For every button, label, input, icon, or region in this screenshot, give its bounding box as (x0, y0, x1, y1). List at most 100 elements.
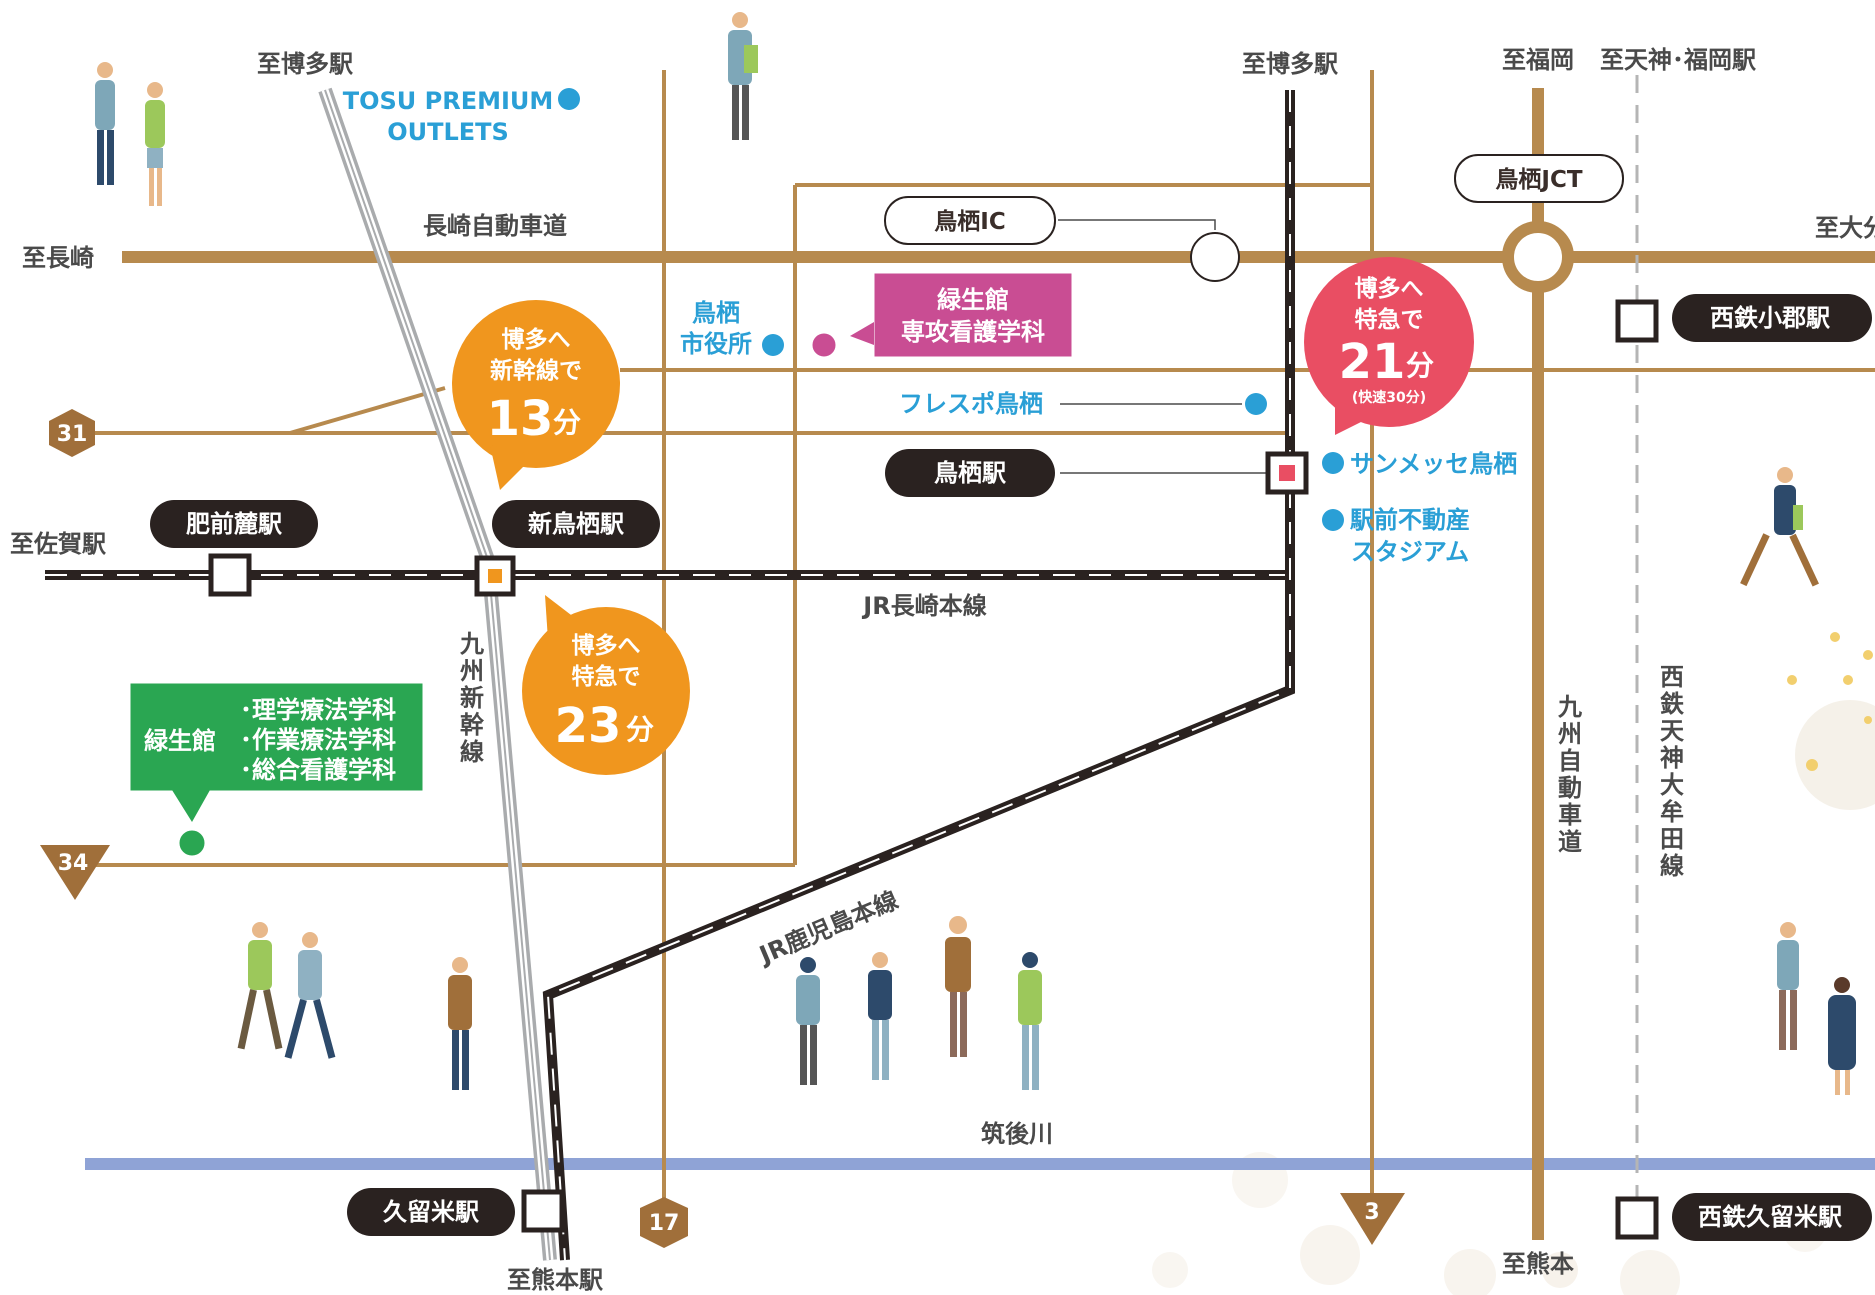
tosu-station-pill[interactable]: 鳥栖駅 (885, 449, 1055, 497)
route-17-shield: 17 (640, 1197, 688, 1248)
dest-tenjin-fukuoka: 至天神･福岡駅 (1600, 46, 1756, 74)
tosu-jct-ring (1502, 221, 1574, 293)
dest-fukuoka: 至福岡 (1502, 46, 1574, 74)
svg-text:肥前麓駅: 肥前麓駅 (186, 510, 282, 538)
tosu-ic-pill[interactable]: 鳥栖IC (884, 196, 1056, 245)
svg-text:･作業療法学科: ･作業療法学科 (240, 726, 396, 754)
ekimae-stadium-label-2: スタジアム (1351, 538, 1469, 566)
svg-text:17: 17 (649, 1211, 680, 1236)
svg-text:特急で: 特急で (572, 663, 641, 690)
svg-text:西: 西 (1660, 663, 1684, 691)
nishitetsu-kurume-station-marker[interactable] (1615, 1196, 1659, 1240)
route-3-shield: 3 (1340, 1193, 1405, 1245)
jr-rail-lines (45, 90, 1295, 1261)
express-21min-balloon: 博多へ 特急で 21 分 (快速30分) (1304, 257, 1474, 435)
route-34-shield: 34 (40, 845, 110, 900)
svg-text:緑生館: 緑生館 (144, 727, 216, 755)
svg-text:緑生館: 緑生館 (937, 286, 1009, 314)
shinkansen-13min-balloon: 博多へ 新幹線で 13 分 (452, 300, 620, 490)
svg-text:鳥栖IC: 鳥栖IC (934, 208, 1005, 235)
place-dots (558, 88, 1344, 531)
ryokuseikan-main-dot[interactable] (176, 827, 208, 859)
kyushu-shinkansen-label: 九 州 新 幹 線 (459, 630, 485, 766)
svg-text:博多へ: 博多へ (572, 632, 641, 659)
svg-text:自: 自 (1558, 747, 1582, 775)
nishitetsu-kurume-station-pill[interactable]: 西鉄久留米駅 (1672, 1193, 1872, 1241)
svg-text:･総合看護学科: ･総合看護学科 (240, 756, 396, 784)
svg-text:神: 神 (1660, 744, 1684, 772)
svg-text:天: 天 (1660, 717, 1684, 745)
svg-text:動: 動 (1558, 774, 1582, 802)
svg-text:分: 分 (1406, 349, 1434, 382)
svg-text:道: 道 (1558, 828, 1582, 856)
svg-text:13: 13 (487, 391, 554, 447)
people-illustrations (95, 12, 1856, 1095)
svg-text:大: 大 (1660, 771, 1684, 799)
fresupo-tosu-label: フレスポ鳥栖 (899, 390, 1043, 418)
ryokuseikan-nursing-box[interactable]: 緑生館 専攻看護学科 (850, 270, 1075, 360)
svg-text:線: 線 (460, 738, 484, 766)
dest-nagasaki: 至長崎 (22, 244, 94, 272)
svg-text:博多へ: 博多へ (502, 326, 571, 353)
svg-text:分: 分 (626, 713, 654, 746)
dest-oita: 至大分 (1815, 214, 1875, 242)
decorative-dots (1787, 632, 1873, 771)
svg-text:新: 新 (460, 684, 484, 712)
kurume-station-pill[interactable]: 久留米駅 (347, 1188, 515, 1236)
svg-text:西鉄小郡駅: 西鉄小郡駅 (1710, 304, 1830, 332)
kyushu-shinkansen-line (318, 87, 557, 1261)
svg-text:鉄: 鉄 (1660, 690, 1684, 718)
shin-tosu-station-pill[interactable]: 新鳥栖駅 (492, 500, 660, 548)
svg-text:九: 九 (1557, 693, 1582, 721)
route-31-shield: 31 (49, 409, 95, 457)
svg-text:分: 分 (553, 406, 581, 439)
hizen-fumoto-station-pill[interactable]: 肥前麓駅 (150, 500, 318, 548)
ekimae-stadium-label: 駅前不動産 (1350, 506, 1470, 534)
svg-text:西鉄久留米駅: 西鉄久留米駅 (1698, 1203, 1842, 1231)
dest-hakata-left: 至博多駅 (257, 50, 353, 78)
dest-hakata-right: 至博多駅 (1242, 50, 1338, 78)
svg-text:34: 34 (58, 851, 89, 876)
svg-text:線: 線 (1660, 852, 1684, 880)
dest-saga-station: 至佐賀駅 (10, 530, 106, 558)
dest-kumamoto-station: 至熊本駅 (507, 1266, 603, 1294)
hizen-fumoto-station-marker[interactable] (208, 553, 252, 597)
svg-text:州: 州 (460, 657, 484, 685)
svg-text:鳥栖JCT: 鳥栖JCT (1495, 166, 1582, 193)
svg-text:久留米駅: 久留米駅 (383, 1198, 479, 1226)
svg-text:田: 田 (1660, 825, 1684, 853)
svg-text:九: 九 (459, 630, 484, 658)
express-23min-balloon: 博多へ 特急で 23 分 (522, 595, 690, 775)
svg-text:車: 車 (1558, 801, 1582, 829)
tosu-city-hall-label-2: 市役所 (680, 330, 752, 358)
svg-text:専攻看護学科: 専攻看護学科 (901, 318, 1045, 346)
svg-text:博多へ: 博多へ (1355, 275, 1424, 302)
jr-nagasaki-line-label: JR長崎本線 (861, 592, 986, 620)
tosu-ic-marker[interactable] (1190, 232, 1240, 282)
svg-text:21: 21 (1339, 334, 1406, 390)
tosu-jct-pill[interactable]: 鳥栖JCT (1454, 154, 1624, 203)
nishitetsu-ogori-station-marker[interactable] (1615, 299, 1659, 343)
nishitetsu-ogori-station-pill[interactable]: 西鉄小郡駅 (1672, 294, 1872, 342)
svg-text:幹: 幹 (460, 711, 485, 739)
svg-text:3: 3 (1364, 1200, 1379, 1225)
nagasaki-expressway-label: 長崎自動車道 (423, 212, 567, 240)
kurume-station-marker[interactable] (521, 1189, 565, 1233)
ryokuseikan-main-box[interactable]: 緑生館 ･理学療法学科 ･作業療法学科 ･総合看護学科 (127, 680, 426, 822)
svg-text:牟: 牟 (1660, 798, 1684, 826)
tosu-city-hall-label: 鳥栖 (692, 299, 740, 327)
sunmesse-tosu-label: サンメッセ鳥栖 (1350, 450, 1517, 478)
ryokuseikan-nursing-dot[interactable] (809, 330, 839, 360)
svg-text:新鳥栖駅: 新鳥栖駅 (528, 510, 624, 538)
svg-text:鳥栖駅: 鳥栖駅 (934, 459, 1006, 487)
tosu-premium-outlets-label: TOSU PREMIUM (343, 87, 554, 115)
kyushu-expressway-label: 九 州 自 動 車 道 (1557, 693, 1582, 856)
svg-text:特急で: 特急で (1355, 306, 1424, 333)
svg-text:23: 23 (555, 698, 622, 754)
nishitetsu-line-label: 西 鉄 天 神 大 牟 田 線 (1660, 663, 1684, 880)
svg-text:･理学療法学科: ･理学療法学科 (240, 696, 396, 724)
svg-text:(快速30分): (快速30分) (1352, 389, 1426, 406)
dest-kumamoto: 至熊本 (1502, 1250, 1574, 1278)
svg-text:州: 州 (1558, 720, 1582, 748)
